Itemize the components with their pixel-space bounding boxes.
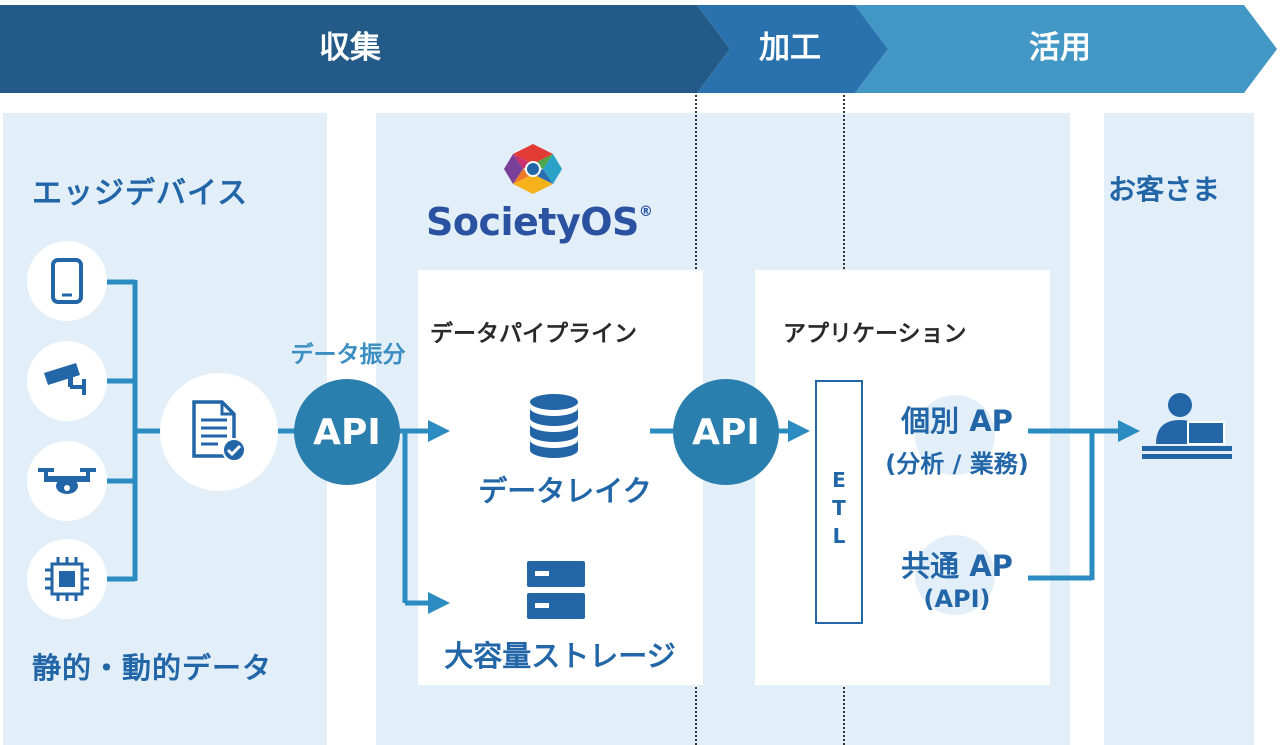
individual-ap-bubble: [915, 395, 995, 475]
document-check-icon: [192, 400, 246, 462]
camera-device: [27, 341, 107, 421]
edge-title: エッジデバイス: [32, 176, 249, 211]
api-distribution-label: データ振分: [290, 342, 406, 368]
data-lake-label: データレイク: [478, 474, 652, 508]
arrow-to-customer: [1118, 420, 1140, 442]
header-collect-shape: [0, 5, 730, 93]
smartphone-icon: [51, 258, 83, 304]
pipeline-title: データパイプライン: [430, 321, 637, 347]
document-node: [160, 373, 278, 491]
chip-device: [27, 539, 107, 619]
arrow-to-lake: [428, 420, 450, 442]
header-process-label: 加工: [759, 30, 821, 66]
database-icon: [530, 394, 578, 458]
etl-letter-t: T: [832, 496, 846, 520]
process-header-bar: [0, 5, 1277, 93]
chip-icon: [45, 557, 89, 601]
societyos-logo-icon: [504, 144, 562, 194]
api-node-2: API: [673, 379, 779, 485]
registered-mark: ®: [638, 204, 653, 220]
etl-box: [815, 380, 863, 624]
smartphone-device: [27, 241, 107, 321]
security-camera-icon: [44, 363, 86, 395]
etl-letter-l: L: [832, 524, 846, 548]
header-process-shape: [697, 5, 888, 93]
arrow-to-storage: [428, 592, 450, 614]
application-box: [755, 270, 1050, 685]
common-ap-sublabel: (API): [923, 585, 991, 613]
individual-ap-label: 個別 AP: [901, 404, 1013, 438]
societyos-name: SocietyOS: [426, 200, 639, 244]
header-collect-label: 収集: [319, 30, 381, 66]
arrow-to-etl: [788, 420, 810, 442]
etl-letter-e: E: [832, 468, 846, 492]
server-storage-icon: [527, 561, 585, 619]
societyos-logo-text: SocietyOS®: [426, 200, 653, 244]
edge-footer: 静的・動的データ: [32, 651, 273, 685]
api-node-1: API: [294, 379, 400, 485]
common-ap-bubble: [915, 535, 995, 615]
header-utilize-shape: [855, 5, 1277, 93]
individual-ap-sublabel: (分析 / 業務): [885, 450, 1029, 478]
drone-device: [27, 441, 107, 521]
drone-icon: [38, 468, 96, 494]
storage-label: 大容量ストレージ: [444, 639, 676, 673]
customer-title: お客さま: [1108, 173, 1221, 206]
application-title: アプリケーション: [783, 321, 967, 347]
header-utilize-label: 活用: [1029, 30, 1091, 66]
common-ap-label: 共通 AP: [901, 549, 1013, 583]
customer-at-desk-icon: [1142, 393, 1232, 459]
